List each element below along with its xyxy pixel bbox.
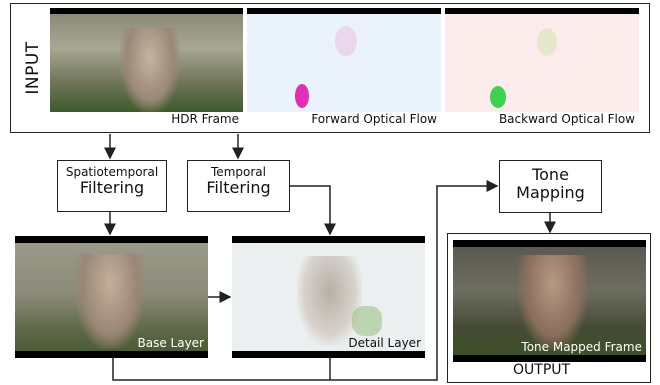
temporal-line1: Temporal (211, 165, 266, 179)
base-layer-caption: Base Layer (137, 336, 205, 350)
output-label: OUTPUT (513, 362, 571, 378)
forward-flow-caption: Forward Optical Flow (311, 112, 437, 126)
tone-mapped-frame-caption: Tone Mapped Frame (521, 340, 642, 354)
tone-mapped-frame-image: Tone Mapped Frame (453, 240, 646, 362)
temporal-line2: Filtering (206, 178, 271, 197)
tone-mapping-box: Tone Mapping (499, 160, 602, 213)
detail-layer-caption: Detail Layer (348, 336, 421, 350)
temporal-filtering-box: Temporal Filtering (187, 160, 290, 212)
spatiotemporal-line2: Filtering (79, 178, 145, 197)
hdr-frame-caption: HDR Frame (171, 112, 239, 126)
hdr-frame-image: HDR Frame (50, 8, 243, 128)
tone-mapping-line2: Mapping (516, 183, 585, 202)
spatiotemporal-line1: Spatiotemporal (65, 165, 159, 179)
base-layer-image: Base Layer (15, 236, 208, 358)
forward-flow-image: Forward Optical Flow (247, 8, 441, 128)
spatiotemporal-filtering-box: Spatiotemporal Filtering (57, 160, 167, 212)
detail-layer-image: Detail Layer (232, 236, 425, 358)
backward-flow-image: Backward Optical Flow (445, 8, 639, 128)
backward-flow-caption: Backward Optical Flow (498, 112, 635, 126)
tone-mapping-line1: Tone (532, 165, 569, 184)
